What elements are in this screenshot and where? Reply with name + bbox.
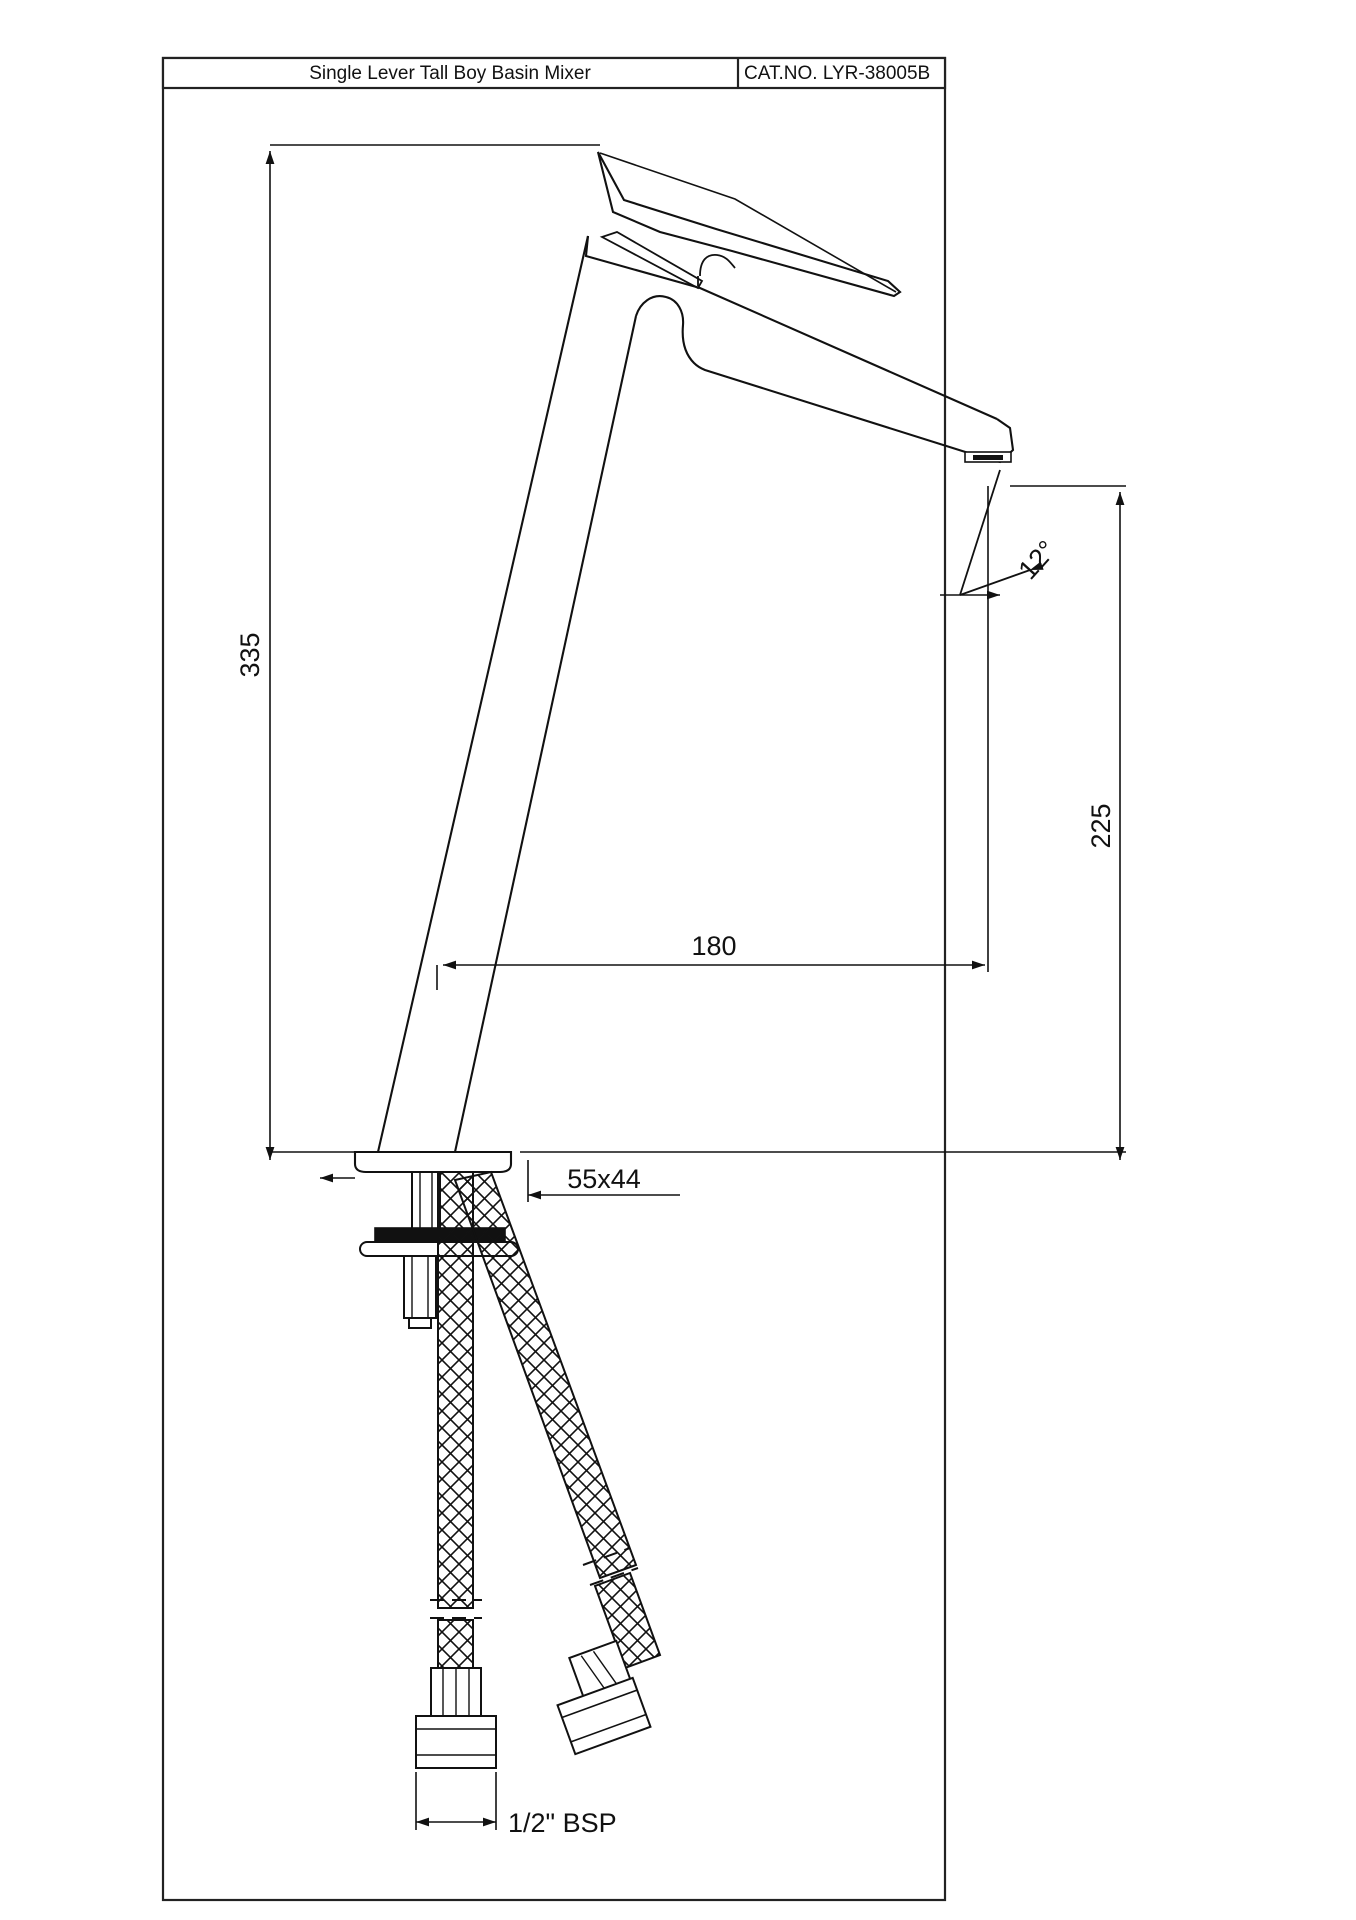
- lever-handle: [596, 151, 902, 298]
- aerator-outlet: [964, 451, 1012, 463]
- dimension-55x44-label: 55x44: [567, 1164, 641, 1194]
- dimension-180-label: 180: [691, 931, 736, 961]
- dimension-aerator-angle: [940, 469, 1044, 600]
- dimension-overall-height: [265, 144, 600, 1160]
- sheet-border: [161, 56, 947, 1902]
- braided-hose-left: [415, 1171, 497, 1769]
- dimension-inlet-thread: [415, 1772, 497, 1830]
- catalog-number-label: CAT.NO. LYR-38005B: [744, 63, 930, 84]
- dimension-335-label: 335: [235, 632, 265, 677]
- under-basin-assembly: [359, 1170, 662, 1769]
- base-flange: [353, 1150, 513, 1174]
- dimension-spout-reach: [436, 486, 989, 990]
- mounting-nut: [403, 1255, 437, 1329]
- product-name-label: Single Lever Tall Boy Basin Mixer: [309, 63, 591, 84]
- spout-underside: [634, 295, 976, 457]
- dimension-bsp-label: 1/2" BSP: [508, 1808, 617, 1838]
- handle-lip: [599, 231, 704, 290]
- column-right-edge: [453, 315, 638, 1153]
- dimension-12deg-label: 12°: [1012, 535, 1062, 585]
- dimension-base-footprint: [320, 1160, 680, 1202]
- dimension-spout-height: [520, 485, 1126, 1160]
- dimension-225-label: 225: [1086, 803, 1116, 848]
- spout-top-edge: [584, 235, 998, 420]
- faucet-body-outline: [353, 151, 1015, 1174]
- column-left-edge: [376, 235, 590, 1153]
- braided-hose-right: [453, 1170, 662, 1756]
- title-block: Single Lever Tall Boy Basin Mixer CAT.NO…: [161, 56, 947, 90]
